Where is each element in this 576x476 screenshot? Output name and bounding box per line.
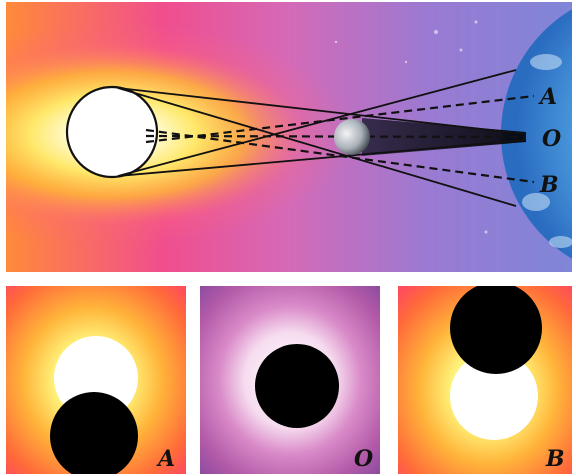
- dashed-sightlines: [145, 94, 535, 184]
- view-panel-b: B: [398, 286, 572, 474]
- panel-b-sun-disk: [450, 352, 538, 440]
- earth: [501, 9, 572, 259]
- umbra-shadow: [362, 118, 526, 156]
- sun-disk: [65, 85, 159, 179]
- tangent-lines: [117, 69, 527, 207]
- panel-o-label: O: [354, 446, 373, 472]
- view-panel-a: A: [6, 286, 186, 474]
- stars: [334, 20, 488, 234]
- label-a: A: [538, 84, 557, 110]
- label-o: O: [542, 126, 561, 152]
- panel-b-label: B: [545, 446, 565, 472]
- earth-clouds: [522, 54, 572, 248]
- panel-a-moon-disk: [50, 392, 138, 474]
- panel-a-label: A: [156, 446, 175, 472]
- panel-b-moon-disk: [450, 286, 542, 374]
- eclipse-geometry-panel: A O B: [6, 2, 572, 272]
- panel-o-moon-disk: [255, 344, 339, 428]
- view-panel-o: O: [200, 286, 380, 474]
- label-b: B: [539, 172, 559, 198]
- moon: [334, 119, 370, 155]
- eclipse-geometry-svg: A O B: [6, 2, 572, 272]
